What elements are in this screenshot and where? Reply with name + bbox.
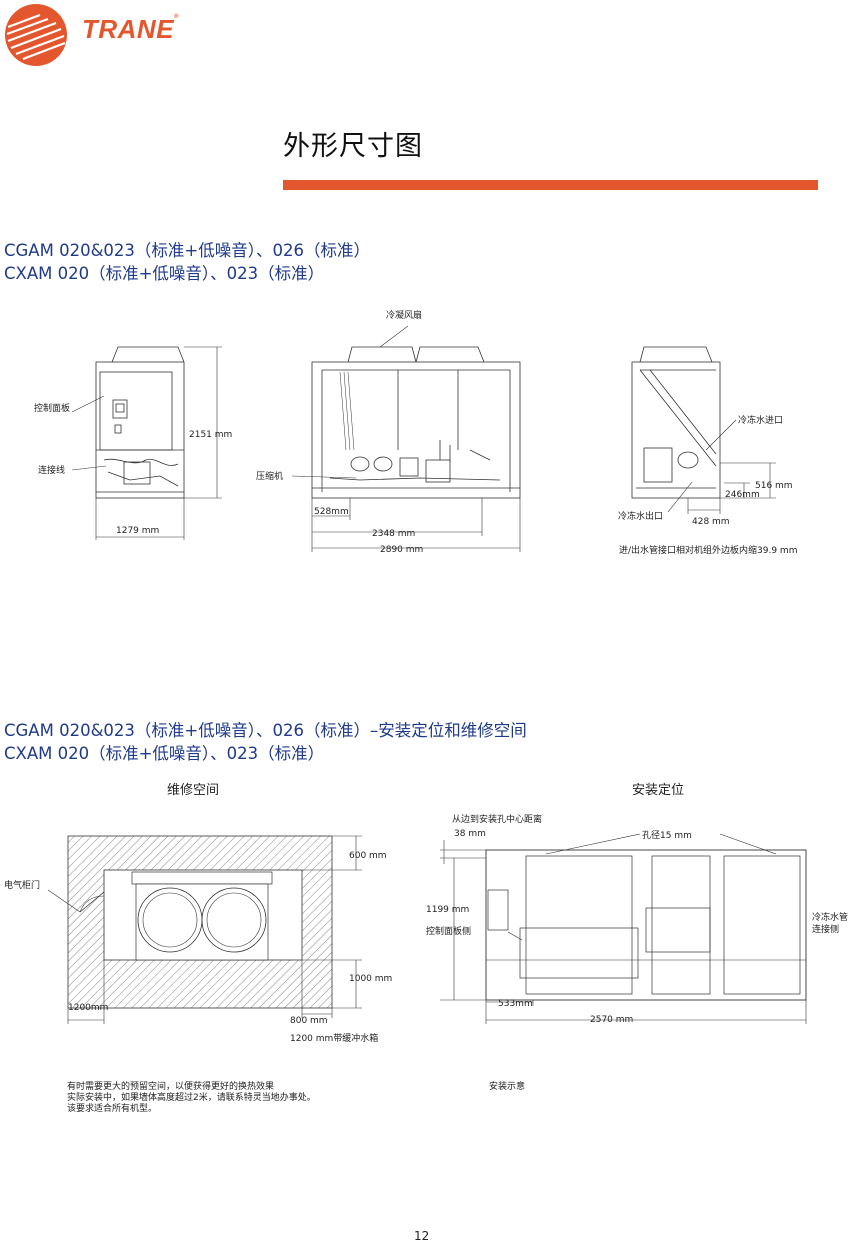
dimension-drawings: 控制面板 连接线 2151 mm 1279 mm 冷凝风扇 压缩机 528mm …	[34, 309, 797, 556]
trane-wordmark: TRANE®	[82, 14, 179, 44]
section2-title: CGAM 020&023（标准+低噪音）、026（标准）–安装定位和维修空间 C…	[4, 719, 527, 765]
label-dim-38: 38 mm	[454, 829, 486, 839]
label-dim-1199: 1199 mm	[426, 905, 469, 915]
end-view-drawing	[631, 346, 721, 499]
label-dim-800: 800 mm	[290, 1016, 328, 1026]
label-pipe-side-2: 连接侧	[812, 923, 839, 935]
section2-title-line2: CXAM 020（标准+低噪音）、023（标准）	[4, 744, 325, 763]
label-dim-516: 516 mm	[755, 481, 793, 491]
label-dim-428: 428 mm	[692, 517, 730, 527]
label-dim-2570: 2570 mm	[590, 1015, 633, 1025]
page-title: 外形尺寸图	[283, 131, 423, 162]
label-control-panel-side: 控制面板侧	[426, 925, 471, 937]
service-space-drawing	[67, 835, 333, 1009]
side-view-drawing	[311, 346, 521, 499]
label-hole-diameter: 孔径15 mm	[642, 829, 692, 841]
label-dim-246: 246mm	[725, 490, 760, 500]
label-dim-600: 600 mm	[349, 851, 387, 861]
label-dim-2348: 2348 mm	[372, 529, 415, 539]
service-space-title: 维修空间	[167, 783, 220, 798]
label-dim-2890: 2890 mm	[380, 545, 423, 555]
install-position-title: 安装定位	[632, 783, 685, 798]
install-caption: 安装示意	[489, 1082, 526, 1092]
label-dim-1000: 1000 mm	[349, 974, 392, 984]
label-condenser-fan: 冷凝风扇	[386, 309, 422, 321]
note-line-1: 有时需要更大的预留空间，以便获得更好的换热效果	[67, 1082, 275, 1092]
title-underline-bar	[283, 180, 818, 190]
label-width-1279: 1279 mm	[116, 526, 159, 536]
installation-drawings: 电气柜门 600 mm 1000 mm 1200mm 800 mm 1200 m…	[4, 813, 848, 1044]
label-control-panel: 控制面板	[34, 402, 70, 414]
label-dim-528: 528mm	[314, 507, 349, 517]
label-chilled-water-inlet: 冷冻水进口	[738, 414, 783, 426]
trane-logo-mark	[5, 4, 67, 66]
install-position-drawing	[485, 849, 807, 1001]
note-line-3: 该要求适合所有机型。	[67, 1104, 158, 1114]
note-line-2: 实际安装中，如果墙体高度超过2米，请联系特灵当地办事处。	[67, 1093, 316, 1103]
service-space-dimensions	[47, 835, 362, 1024]
label-pipe-side-1: 冷冻水管	[812, 911, 848, 923]
side-view-dimensions	[291, 325, 521, 552]
label-connection-line: 连接线	[38, 464, 65, 476]
label-compressor: 压缩机	[256, 470, 283, 482]
label-chilled-water-outlet: 冷冻水出口	[618, 510, 663, 522]
label-dim-533: 533mm	[498, 999, 533, 1009]
service-notes: 有时需要更大的预留空间，以便获得更好的换热效果 实际安装中，如果墙体高度超过2米…	[67, 1082, 316, 1115]
section1-title-line1: CGAM 020&023（标准+低噪音）、026（标准）	[4, 241, 370, 260]
label-buffer-tank: 1200 mm带缓冲水箱	[290, 1032, 378, 1044]
front-view-drawing	[95, 346, 185, 499]
page-number: 12	[414, 1229, 430, 1243]
trane-logo	[4, 3, 68, 67]
install-position-dimensions	[440, 833, 807, 1024]
end-view-dimensions	[667, 419, 776, 514]
front-view-dimensions	[71, 346, 222, 540]
label-height-2151: 2151 mm	[189, 430, 232, 440]
label-dim-1200: 1200mm	[68, 1003, 108, 1013]
section1-title-line2: CXAM 020（标准+低噪音）、023（标准）	[4, 264, 325, 283]
section2-title-line1: CGAM 020&023（标准+低噪音）、026（标准）–安装定位和维修空间	[4, 721, 527, 740]
label-edge-to-hole: 从边到安装孔中心距离	[452, 813, 542, 825]
section1-title: CGAM 020&023（标准+低噪音）、026（标准） CXAM 020（标准…	[4, 239, 370, 285]
label-cabinet-door: 电气柜门	[4, 879, 40, 891]
label-inset-note: 进/出水管接口相对机组外边板内缩39.9 mm	[619, 544, 797, 556]
